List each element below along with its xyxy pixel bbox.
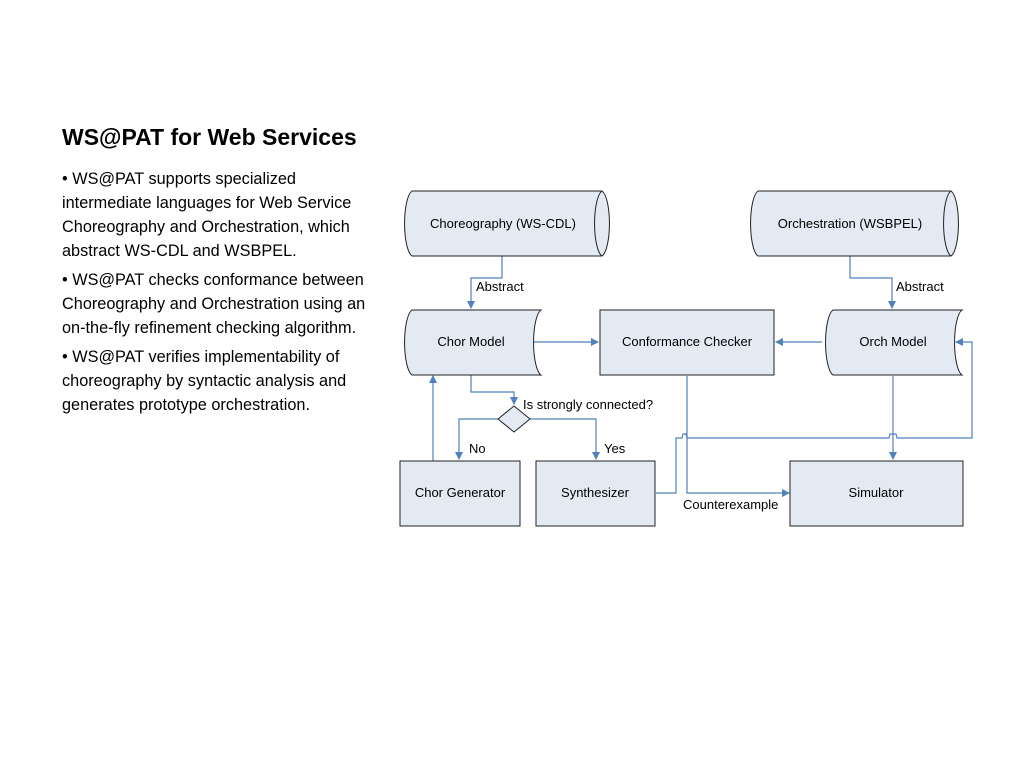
edge-synthesizer-to-orch-model <box>656 338 973 494</box>
simulator-label: Simulator <box>849 485 905 500</box>
choreography-node: Choreography (WS-CDL) <box>404 190 610 257</box>
chor-model-node: Chor Model <box>404 309 543 376</box>
bullet-item: • WS@PAT verifies implementability of ch… <box>62 348 347 414</box>
edge-label-yes: Yes <box>604 441 626 456</box>
edge-choreography-to-chor-model <box>467 256 503 309</box>
chor-generator-label: Chor Generator <box>415 485 506 500</box>
orch-model-node: Orch Model <box>825 309 964 376</box>
chor-generator-node: Chor Generator <box>399 460 521 527</box>
edge-chor-model-to-decision <box>470 375 518 405</box>
orchestration-node: Orchestration (WSBPEL) <box>750 190 959 257</box>
edge-orchestration-to-orch-model <box>849 256 896 309</box>
slide-title: WS@PAT for Web Services <box>62 124 357 150</box>
bullet-list: • WS@PAT supports specialized intermedia… <box>62 167 380 422</box>
simulator-node: Simulator <box>789 460 964 527</box>
synthesizer-label: Synthesizer <box>561 485 630 500</box>
edge-label-abstract-right: Abstract <box>896 279 944 294</box>
conformance-checker-label: Conformance Checker <box>622 334 753 349</box>
edge-label-counterexample: Counterexample <box>683 497 778 512</box>
decision-label: Is strongly connected? <box>523 397 653 412</box>
connector-lines <box>429 256 973 497</box>
edge-decision-no <box>455 418 500 460</box>
decision-node: Is strongly connected? <box>497 397 653 433</box>
synthesizer-node: Synthesizer <box>535 460 656 527</box>
chor-model-label: Chor Model <box>437 334 504 349</box>
edge-checker-counterexample <box>686 376 790 497</box>
edge-decision-yes <box>528 418 600 460</box>
orchestration-label: Orchestration (WSBPEL) <box>778 216 923 231</box>
orch-model-label: Orch Model <box>859 334 926 349</box>
edge-label-no: No <box>469 441 486 456</box>
bullet-item: • WS@PAT supports specialized intermedia… <box>62 170 352 260</box>
edge-label-abstract-left: Abstract <box>476 279 524 294</box>
choreography-label: Choreography (WS-CDL) <box>430 216 576 231</box>
bullet-item: • WS@PAT checks conformance between Chor… <box>62 271 366 337</box>
conformance-checker-node: Conformance Checker <box>599 309 775 376</box>
